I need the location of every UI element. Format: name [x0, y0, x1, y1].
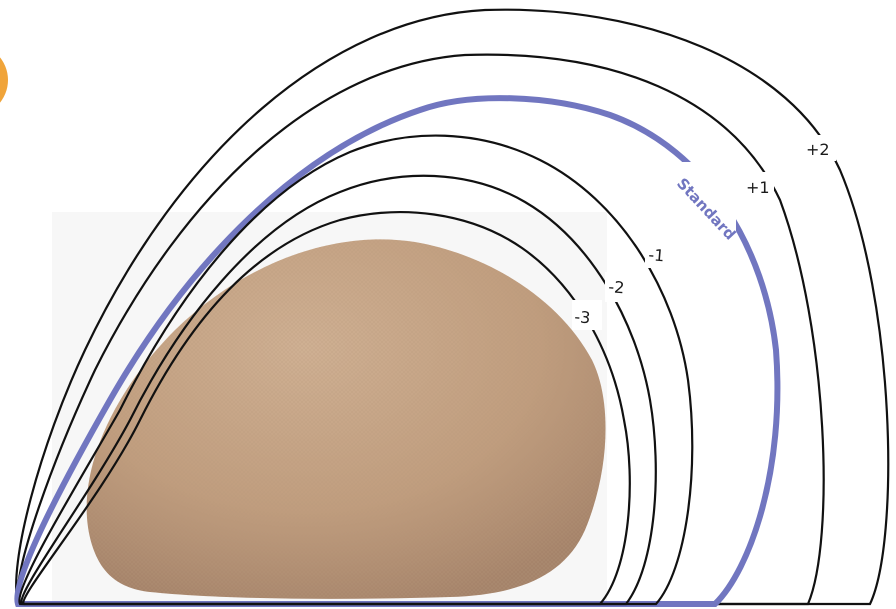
accent-circle — [0, 44, 8, 116]
label-plus-2: +2 — [806, 140, 830, 159]
label-minus-3: -3 — [574, 307, 592, 327]
label-minus-2: -2 — [608, 277, 626, 297]
label-plus-1: +1 — [746, 178, 770, 197]
label-minus-1: -1 — [648, 245, 666, 265]
